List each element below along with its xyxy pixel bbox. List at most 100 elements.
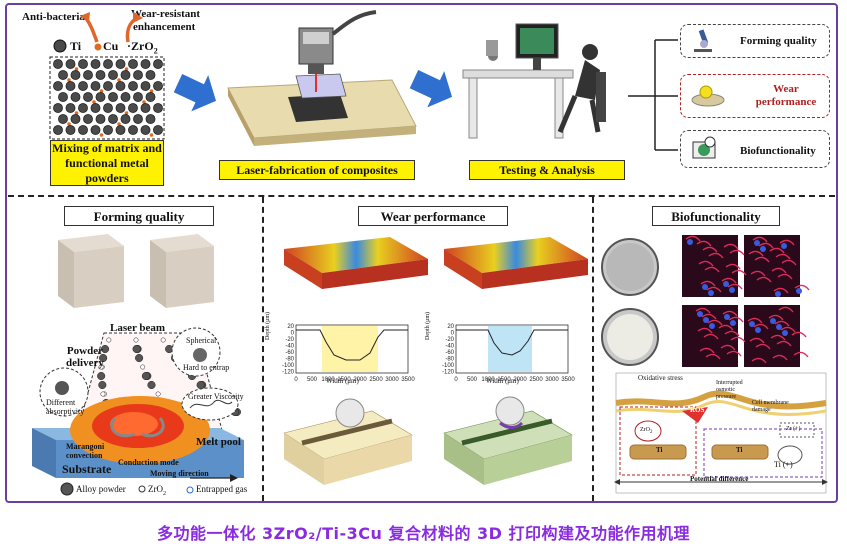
wear-xtick-1: 500 [307,377,318,383]
bio-title: Biofunctionality [652,206,780,226]
ti-particle [90,59,101,69]
ti-particle [120,114,131,124]
ti-particle [108,70,118,80]
step-laser-box: Laser-fabrication of composites [219,160,415,180]
wear-ytick-2: -120 [442,370,455,376]
ti-particle [70,92,81,102]
wear-ytick-2: -100 [442,363,455,369]
wear-ytick-2: -60 [445,350,454,356]
ti-particle [133,92,143,102]
output-wear-label: Wear performance [755,83,817,108]
cu-particle [117,122,121,126]
step-testing-box: Testing & Analysis [469,160,625,180]
forming-title: Forming quality [64,206,214,226]
wear-xtick-2: 500 [467,377,478,383]
ti-particle [58,70,68,80]
ti-particle [133,114,143,124]
potential-difference-label: Potential difference [690,475,749,483]
bio-graphics [601,235,828,494]
powder-particle [135,353,144,363]
legend-cu: Cu [103,39,119,53]
ti-particle [115,103,126,113]
ti2cu-label-2: Ti [736,446,743,454]
ti-particle [58,92,68,102]
ti-particle [95,114,106,124]
wear-xtick-1: 3500 [401,377,415,383]
cu-particle [124,111,129,115]
ti-particle [103,59,113,69]
wear-xtick-2: 0 [454,377,458,383]
flow-arrow-1-icon [173,74,217,112]
ti-particle [103,125,113,135]
ti-particle [53,81,63,91]
ti-particle [145,92,156,102]
wear-ytick-1: -40 [285,344,294,350]
ti-particle [145,70,156,80]
ti-particle [128,59,138,69]
powder-particle [196,380,205,390]
ti-particle [153,59,163,69]
sample-cube-1 [58,234,124,308]
wear-ytick-1: -80 [285,357,294,363]
powder-particle [133,337,139,343]
wear-ylabel-2: Depth (μm) [425,311,431,340]
vertical-divider-1 [262,197,264,501]
ti-particle [140,103,151,113]
ti-particle [83,114,93,124]
wear-xtick-1: 1500 [337,377,351,383]
ti-particle [133,70,143,80]
figure-caption: 多功能一体化 3ZrO₂/Ti-3Cu 复合材料的 3D 打印构建及功能作用机理 [156,524,691,543]
cu-particle [149,133,154,137]
oxidative-stress-label: Oxidative stress [638,374,683,382]
wear-resistant-label-1: Wear-resistant [131,8,201,20]
wear-xtick-1: 2500 [369,377,383,383]
ti-particle [65,103,76,113]
ti-particle [78,103,88,113]
wear-ytick-2: -80 [445,357,454,363]
ti-particle [108,114,118,124]
legend-entrapped-gas: Entrapped gas [196,484,248,494]
wear-ytick-1: 0 [291,331,295,337]
powder-particle [132,344,141,354]
ti-particle [90,125,101,135]
wear-xtick-1: 1000 [321,377,335,383]
ti-particle [128,125,138,135]
wear-ylabel-1: Depth (μm) [265,311,271,340]
substrate-label: Substrate [62,462,112,476]
ti-particle [153,125,163,135]
wear-xtick-1: 3000 [385,377,399,383]
zro2-label: ZrO2 [640,427,653,436]
ti-particle [65,125,76,135]
ti-particle [128,81,138,91]
wear-xtick-1: 0 [294,377,298,383]
wear-xtick-2: 3500 [561,377,575,383]
ti-particle [83,70,93,80]
top-graphics [49,10,678,151]
powder-particle [98,380,107,390]
ti-particle [65,59,76,69]
cu-particle [99,89,104,93]
cu-particle [67,122,71,126]
ti-particle [140,59,151,69]
ti-particle [58,114,68,124]
spherical-label: Spherical [186,336,217,345]
cu-particle [149,89,154,93]
ti-particle [140,81,151,91]
petri-dish-icon [692,136,716,159]
legend-zro2-powder: ZrO2 [148,484,166,497]
vertical-divider-2 [592,197,594,501]
flow-arrow-2-icon [409,70,453,108]
cu-particle [99,133,104,137]
zr-ion-label: Zr (+) [786,426,801,432]
wear-title: Wear performance [358,206,508,226]
conduction-mode-label: Conduction mode [118,458,179,467]
ti-particle [108,92,118,102]
microscope-icon [694,29,712,52]
ti-particle [115,125,126,135]
legend-zro2: ·ZrO2 [127,39,158,56]
ti-particle [78,81,88,91]
powder-particle [155,391,161,397]
